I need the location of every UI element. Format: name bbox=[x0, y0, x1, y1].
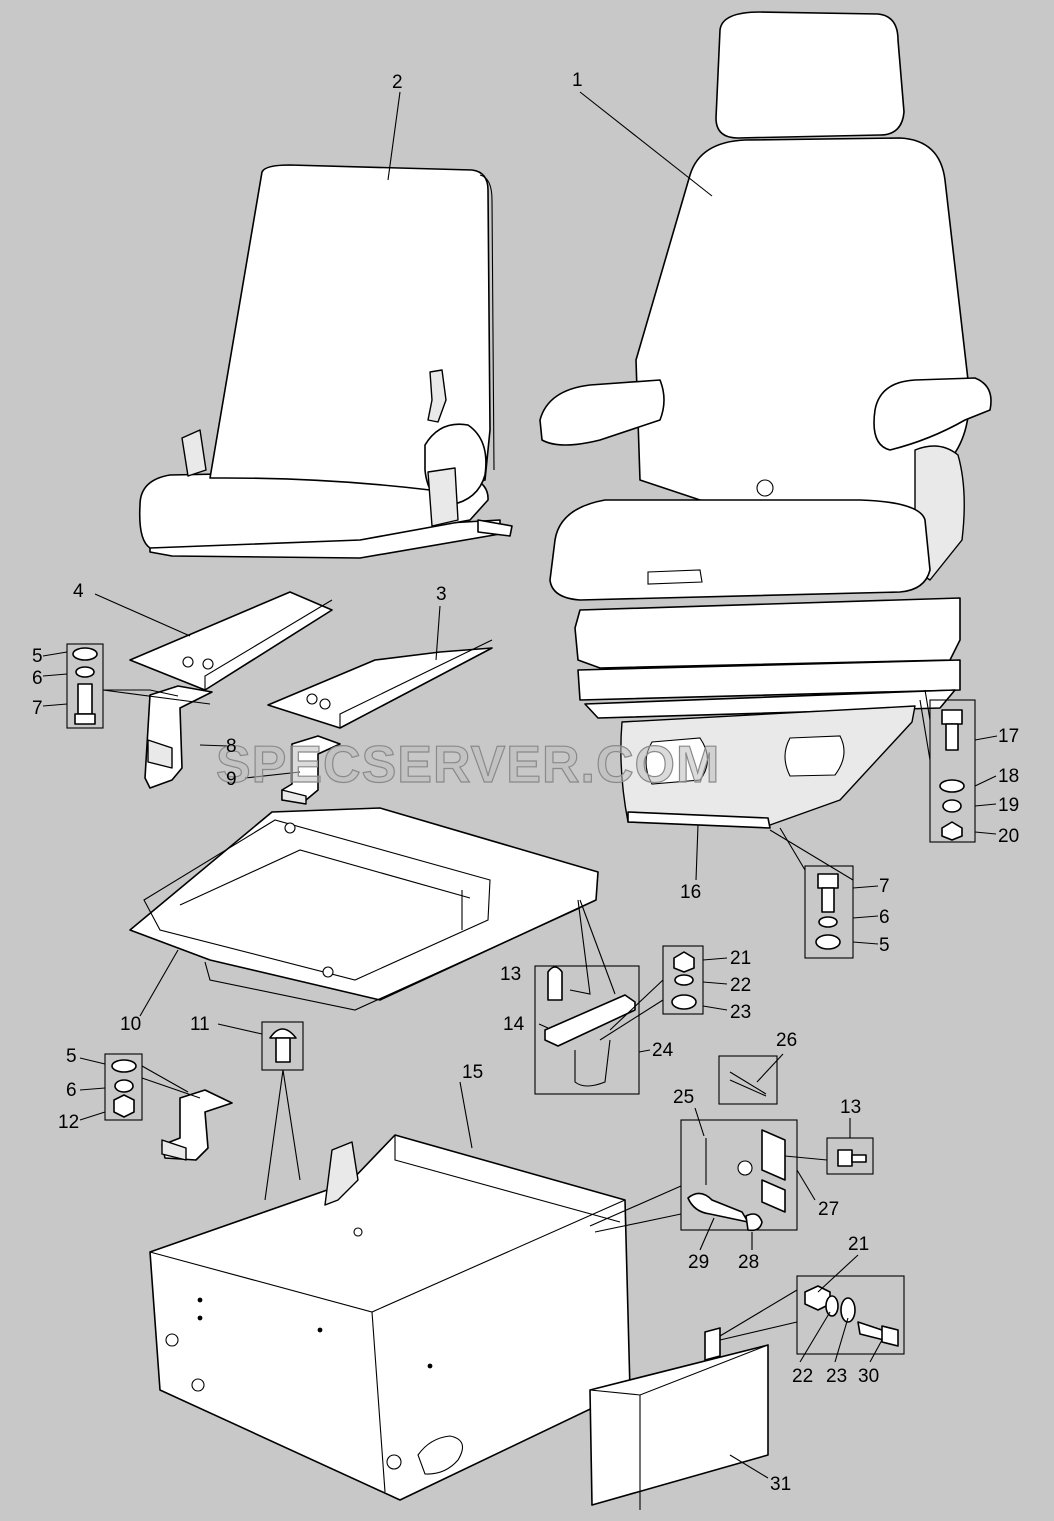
callout-20: 20 bbox=[998, 826, 1019, 847]
fastener-group-21-23 bbox=[662, 945, 704, 1015]
callout-10: 10 bbox=[120, 1014, 141, 1035]
callout-3: 3 bbox=[436, 584, 447, 605]
callout-numbers: 1 2 3 4 5 6 7 8 9 10 11 5 6 12 13 14 15 … bbox=[32, 70, 1019, 1495]
callout-5a: 5 bbox=[32, 646, 43, 667]
callout-30: 30 bbox=[858, 1366, 879, 1387]
callout-4: 4 bbox=[73, 581, 84, 602]
callout-12: 12 bbox=[58, 1112, 79, 1133]
callout-21b: 21 bbox=[848, 1234, 869, 1255]
callout-13a: 13 bbox=[500, 964, 521, 985]
callout-16: 16 bbox=[680, 882, 701, 903]
leader-lines bbox=[42, 91, 998, 1479]
callout-13b: 13 bbox=[840, 1097, 861, 1118]
part-2-simple-seat bbox=[138, 164, 513, 559]
part-25-29-latch-group bbox=[680, 1119, 798, 1232]
fastener-group-5-6-12 bbox=[104, 1053, 143, 1121]
callout-5b: 5 bbox=[66, 1046, 77, 1067]
part-9-bracket bbox=[281, 735, 341, 805]
callout-24: 24 bbox=[652, 1040, 674, 1061]
callout-27: 27 bbox=[818, 1199, 839, 1220]
callout-25: 25 bbox=[673, 1087, 694, 1108]
part-10-seat-frame bbox=[129, 807, 599, 1011]
callout-31: 31 bbox=[770, 1474, 791, 1495]
callout-5c: 5 bbox=[879, 935, 890, 956]
callout-6c: 6 bbox=[879, 907, 890, 928]
part-1-suspension-seat bbox=[539, 11, 992, 829]
callout-28: 28 bbox=[738, 1252, 759, 1273]
part-30-bolt-group bbox=[796, 1275, 905, 1355]
part-13-bolt bbox=[826, 1137, 874, 1175]
callout-23a: 23 bbox=[730, 1002, 751, 1023]
callout-14: 14 bbox=[503, 1014, 525, 1035]
callout-2: 2 bbox=[392, 72, 403, 93]
callout-23b: 23 bbox=[826, 1366, 847, 1387]
part-26-cotter-pin bbox=[718, 1055, 778, 1105]
callout-7b: 7 bbox=[879, 876, 890, 897]
part-15-base-box bbox=[149, 1134, 631, 1501]
part-11-pin bbox=[261, 1021, 304, 1071]
callout-6b: 6 bbox=[66, 1080, 77, 1101]
part-24-ubolt-group bbox=[534, 965, 640, 1095]
watermark-text: SPECSERVER.COM bbox=[216, 736, 720, 794]
fastener-group-17-20 bbox=[929, 699, 976, 843]
part-8-bracket bbox=[144, 685, 213, 789]
part-31-guard bbox=[589, 1327, 769, 1510]
callout-26: 26 bbox=[776, 1030, 797, 1051]
part-12-bracket bbox=[161, 1089, 233, 1161]
callout-11: 11 bbox=[190, 1014, 210, 1035]
part-3-rail-plate bbox=[267, 639, 493, 729]
callout-7a: 7 bbox=[32, 698, 43, 719]
callout-22a: 22 bbox=[730, 975, 751, 996]
callout-6a: 6 bbox=[32, 668, 43, 689]
fastener-group-7-6-5 bbox=[804, 865, 854, 959]
fastener-group-5-6-7 bbox=[66, 643, 104, 729]
callout-19: 19 bbox=[998, 795, 1019, 816]
callout-18: 18 bbox=[998, 766, 1019, 787]
callout-1: 1 bbox=[572, 70, 583, 91]
callout-17: 17 bbox=[998, 726, 1019, 747]
callout-8: 8 bbox=[226, 736, 237, 757]
part-4-rail-plate bbox=[129, 591, 333, 691]
callout-22b: 22 bbox=[792, 1366, 813, 1387]
callout-9: 9 bbox=[226, 769, 237, 790]
callout-15: 15 bbox=[462, 1062, 483, 1083]
callout-29: 29 bbox=[688, 1252, 709, 1273]
callout-21a: 21 bbox=[730, 948, 751, 969]
